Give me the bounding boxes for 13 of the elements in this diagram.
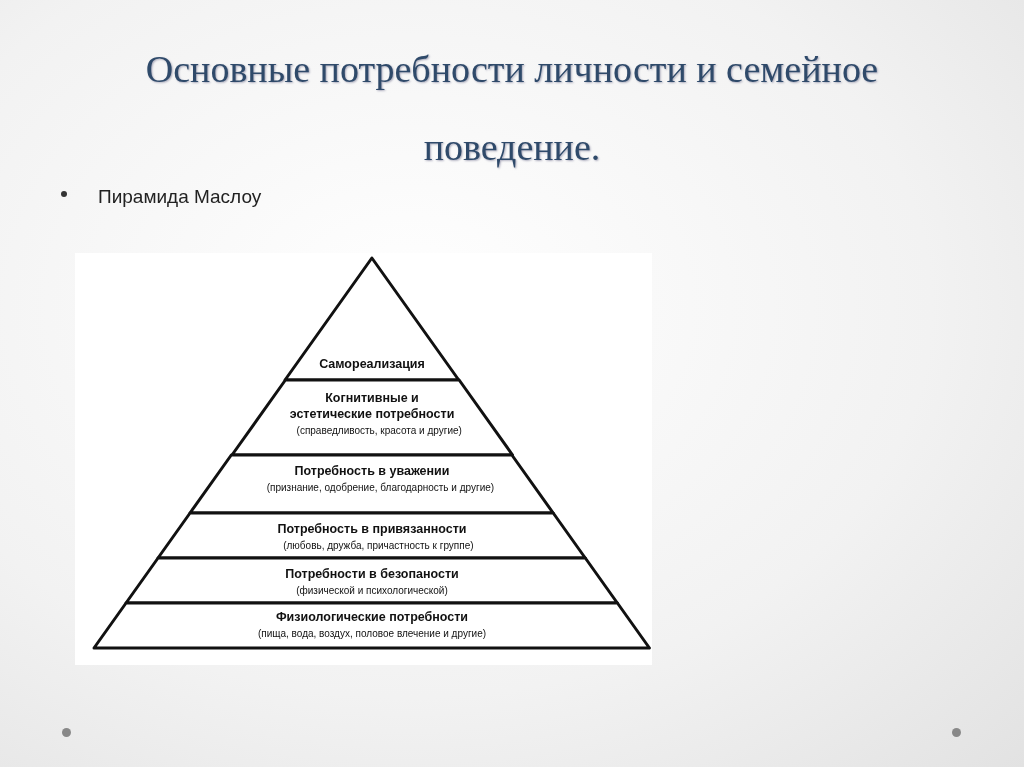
level-description: (справедливость, красота и другие) <box>295 424 463 437</box>
level-description: (любовь, дружба, причастность к группе) <box>282 539 475 552</box>
level-title: Потребности в безопаности <box>284 566 460 582</box>
level-description: (пища, вода, воздух, половое влечение и другие) <box>256 627 488 640</box>
level-title: Физиологические потребности <box>274 609 470 625</box>
level-title: Потребность в уважении <box>293 463 451 479</box>
level-title: Потребность в привязанности <box>276 521 468 537</box>
level-description: (физической и психологической) <box>295 584 449 597</box>
bullet-text: Пирамида Маслоу <box>98 186 262 208</box>
level-title: Самореализация <box>318 356 426 372</box>
level-title: Когнитивные и эстетические потребности <box>288 390 456 422</box>
level-description: (признание, одобрение, благодарность и другие) <box>265 481 496 494</box>
slide-title: Основные потребности личности и семейное поведение. <box>144 47 880 170</box>
